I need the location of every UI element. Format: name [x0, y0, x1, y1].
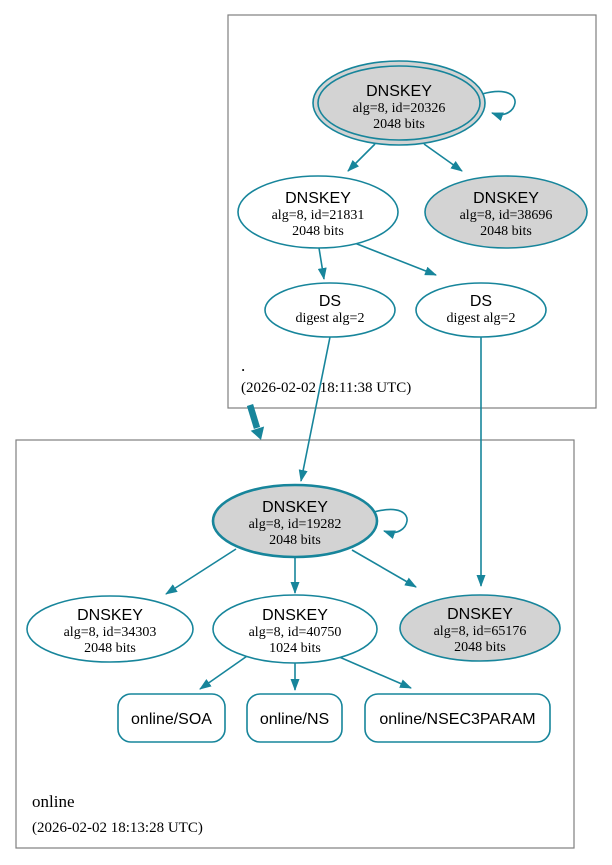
node-type-label: DS: [319, 293, 341, 310]
node-size-label: 2048 bits: [292, 224, 344, 239]
rrset-node-online-soa: online/SOA: [117, 693, 226, 743]
node-detail-label: alg=8, id=20326: [353, 101, 446, 116]
ds-node-right: DS digest alg=2: [415, 282, 547, 338]
node-size-label: 2048 bits: [373, 117, 425, 132]
edge-dnskey19282-selfsign: [373, 508, 408, 539]
rrset-label: online/NSEC3PARAM: [379, 711, 535, 728]
dnskey-node-19282: DNSKEY alg=8, id=19282 2048 bits: [211, 483, 379, 559]
zone-timestamp-online: (2026-02-02 18:13:28 UTC): [32, 820, 203, 836]
rrset-label: online/SOA: [131, 711, 212, 728]
edge-dnskey19282-to-dnskey65176: [351, 549, 417, 588]
node-size-label: 1024 bits: [269, 641, 321, 656]
ds-node-left: DS digest alg=2: [264, 282, 396, 338]
node-type-label: DNSKEY: [285, 190, 351, 207]
node-size-label: 2048 bits: [84, 641, 136, 656]
zone-box-online: [15, 439, 575, 849]
node-detail-label: alg=8, id=65176: [434, 624, 527, 639]
dnskey-node-38696: DNSKEY alg=8, id=38696 2048 bits: [424, 175, 588, 249]
node-detail-label: alg=8, id=40750: [249, 625, 342, 640]
node-size-label: 2048 bits: [269, 533, 321, 548]
node-type-label: DNSKEY: [366, 83, 432, 100]
node-type-label: DNSKEY: [77, 607, 143, 624]
edge-dnskey21831-to-ds-right: [351, 241, 437, 276]
edge-dnskey20326-to-dnskey38696: [423, 143, 463, 172]
dnskey-node-65176: DNSKEY alg=8, id=65176 2048 bits: [399, 594, 561, 662]
node-detail-label: alg=8, id=21831: [272, 208, 365, 223]
edge-dnskey20326-selfsign: [481, 90, 516, 121]
node-type-label: DNSKEY: [473, 190, 539, 207]
zone-box-root: [227, 14, 597, 409]
rrset-node-online-ns: online/NS: [246, 693, 343, 743]
node-type-label: DNSKEY: [262, 499, 328, 516]
dnskey-node-40750: DNSKEY alg=8, id=40750 1024 bits: [212, 594, 378, 664]
dnskey-node-34303: DNSKEY alg=8, id=34303 2048 bits: [26, 595, 194, 663]
node-detail-label: alg=8, id=34303: [64, 625, 157, 640]
node-size-label: 2048 bits: [480, 224, 532, 239]
rrset-label: online/NS: [260, 711, 329, 728]
node-detail-label: digest alg=2: [447, 311, 516, 326]
dnskey-node-20326: DNSKEY alg=8, id=20326 2048 bits: [312, 60, 486, 146]
node-detail-label: digest alg=2: [296, 311, 365, 326]
node-detail-label: alg=8, id=38696: [460, 208, 553, 223]
edge-dnskey21831-to-ds-left: [317, 247, 327, 280]
zone-label-online: online: [32, 792, 75, 811]
zone-timestamp-root: (2026-02-02 18:11:38 UTC): [241, 380, 411, 396]
zone-label-root: .: [241, 356, 245, 375]
edge-dnskey40750-to-rrset-soa: [199, 653, 251, 690]
node-size-label: 2048 bits: [454, 640, 506, 655]
node-type-label: DNSKEY: [447, 606, 513, 623]
edge-ds-left-to-dnskey19282: [298, 336, 331, 482]
edge-dnskey20326-to-dnskey21831: [347, 143, 376, 172]
node-type-label: DS: [470, 293, 492, 310]
node-detail-label: alg=8, id=19282: [249, 517, 342, 532]
edge-dnskey40750-to-rrset-nsec3param: [336, 655, 412, 689]
edge-delegation-root-to-online: [246, 404, 265, 440]
edge-dnskey19282-to-dnskey34303: [165, 548, 237, 595]
rrset-node-online-nsec3param: online/NSEC3PARAM: [364, 693, 551, 743]
node-type-label: DNSKEY: [262, 607, 328, 624]
dnskey-node-21831: DNSKEY alg=8, id=21831 2048 bits: [237, 175, 399, 249]
